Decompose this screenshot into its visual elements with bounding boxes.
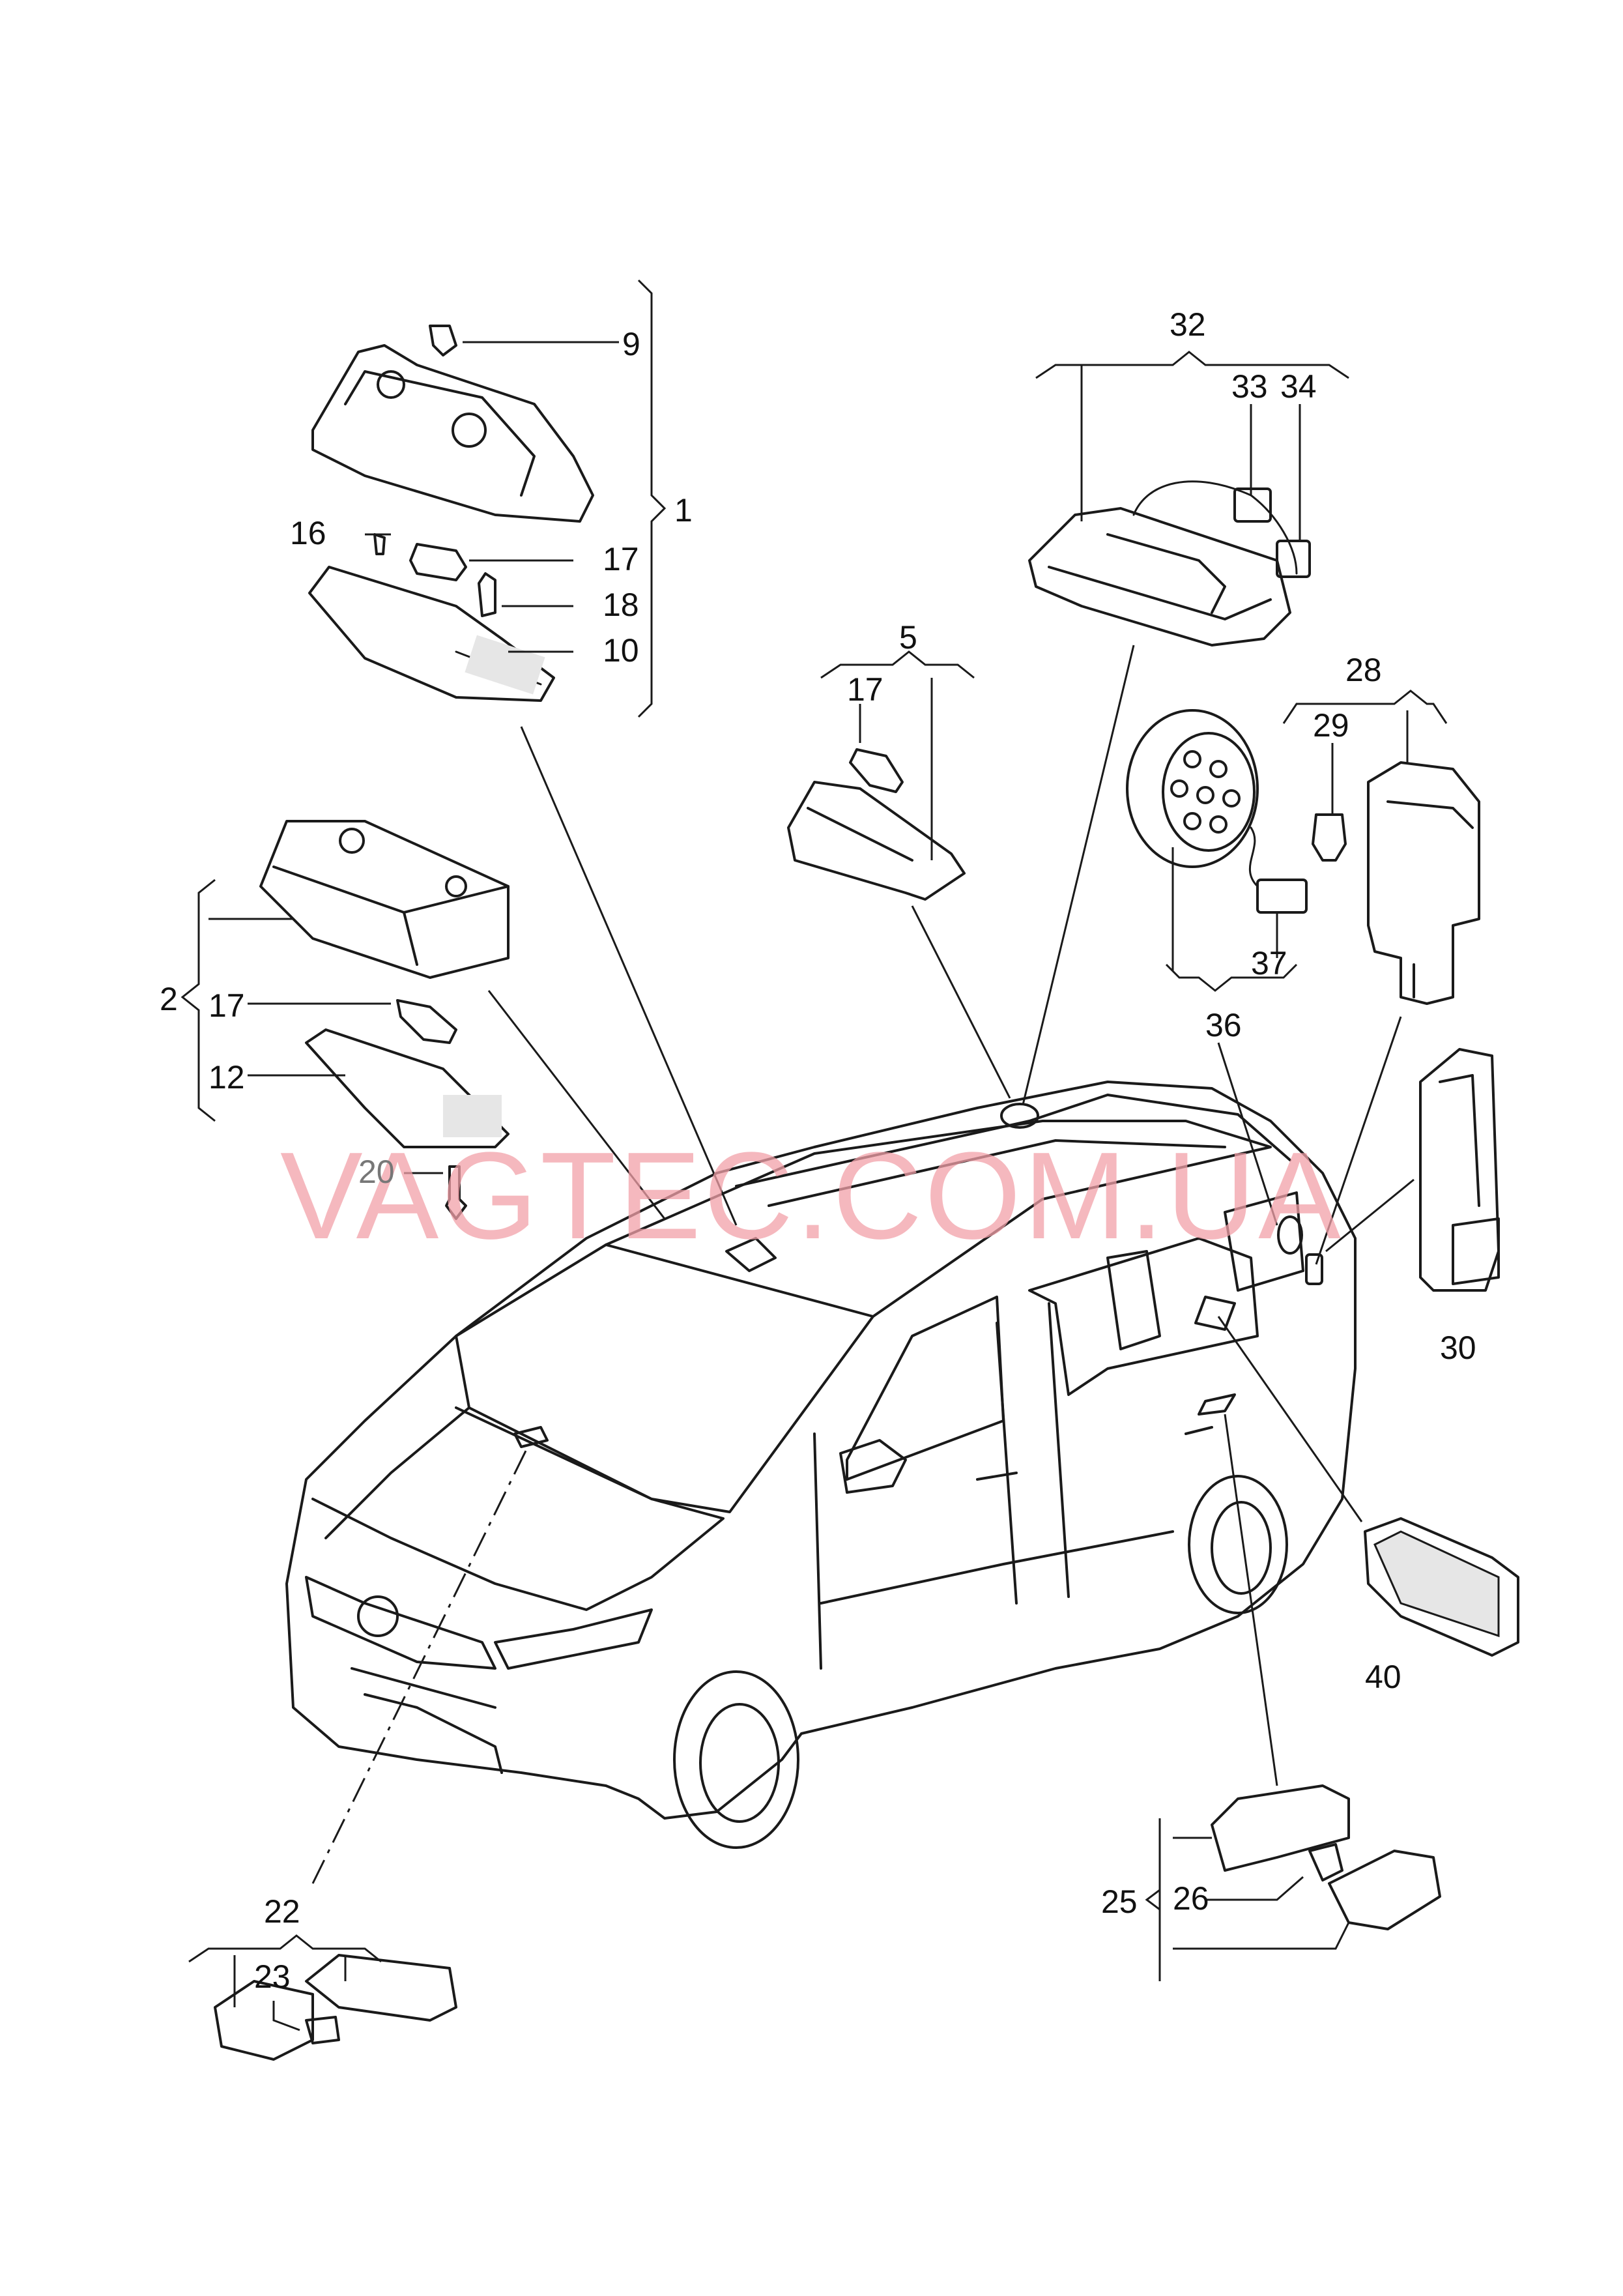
callout-1: 1 xyxy=(674,492,693,529)
callout-40: 40 xyxy=(1365,1659,1401,1695)
vehicle-illustration xyxy=(285,1081,1357,1849)
part-23-bulb xyxy=(305,2016,340,2044)
part-1-interior-light xyxy=(311,325,594,617)
callout-36: 36 xyxy=(1205,1007,1242,1043)
part-12-lens xyxy=(305,1028,510,1148)
callout-9: 9 xyxy=(622,326,640,362)
watermark: VAGTEC.COM.UA xyxy=(280,1127,1343,1265)
callout-29: 29 xyxy=(1313,707,1349,744)
part-29-bulb xyxy=(1312,813,1347,862)
callout-2: 2 xyxy=(160,981,178,1017)
callout-12: 12 xyxy=(208,1059,245,1096)
part-22-housing xyxy=(214,1980,314,2061)
callout-23: 23 xyxy=(254,1958,291,1995)
callout-10: 10 xyxy=(603,632,639,669)
callout-34: 34 xyxy=(1280,368,1317,405)
callout-20: 20 xyxy=(358,1154,395,1190)
part-30-bracket xyxy=(1419,1048,1500,1292)
callout-labels: 1 9 16 17 18 10 2 17 12 20 5 17 32 33 34… xyxy=(160,306,1476,1995)
leader-lines xyxy=(180,279,1448,2031)
part-34-connector xyxy=(1276,540,1311,578)
callout-18: 18 xyxy=(603,587,639,623)
part-26-bulb xyxy=(1308,1843,1343,1882)
callout-30: 30 xyxy=(1440,1330,1476,1366)
callout-33: 33 xyxy=(1231,368,1268,405)
part-37-connector xyxy=(1256,879,1308,914)
callout-5: 5 xyxy=(899,619,917,656)
callout-28: 28 xyxy=(1345,652,1382,688)
callout-25: 25 xyxy=(1101,1883,1138,1920)
part-17-bulb-c xyxy=(849,748,904,793)
location-markers xyxy=(513,1103,1323,1448)
part-33-connector xyxy=(1233,487,1272,523)
part-10-lens-mesh xyxy=(465,635,545,695)
part-12-lens-mesh xyxy=(443,1095,502,1137)
part-25-housing xyxy=(1328,1850,1441,1930)
part-17-bulb-b xyxy=(396,999,457,1044)
part-40-lamp xyxy=(1364,1517,1519,1657)
part-2-light xyxy=(259,820,510,979)
part-22-light xyxy=(305,1954,457,2022)
callout-37: 37 xyxy=(1251,945,1287,981)
callout-16: 16 xyxy=(290,515,326,551)
callout-32: 32 xyxy=(1170,306,1206,343)
callout-17b: 17 xyxy=(208,987,245,1024)
callout-17a: 17 xyxy=(603,541,639,577)
part-32-roof-light xyxy=(1028,480,1298,647)
part-40-lamp-lens xyxy=(1373,1530,1500,1638)
part-28-module xyxy=(1367,761,1480,1005)
callout-26: 26 xyxy=(1173,1880,1209,1917)
callout-17c: 17 xyxy=(847,671,883,708)
part-5-light xyxy=(787,781,966,901)
part-25-light xyxy=(1211,1784,1350,1872)
part-20-screw xyxy=(445,1165,467,1220)
callout-22: 22 xyxy=(264,1893,300,1930)
part-36-speaker xyxy=(1126,709,1259,888)
